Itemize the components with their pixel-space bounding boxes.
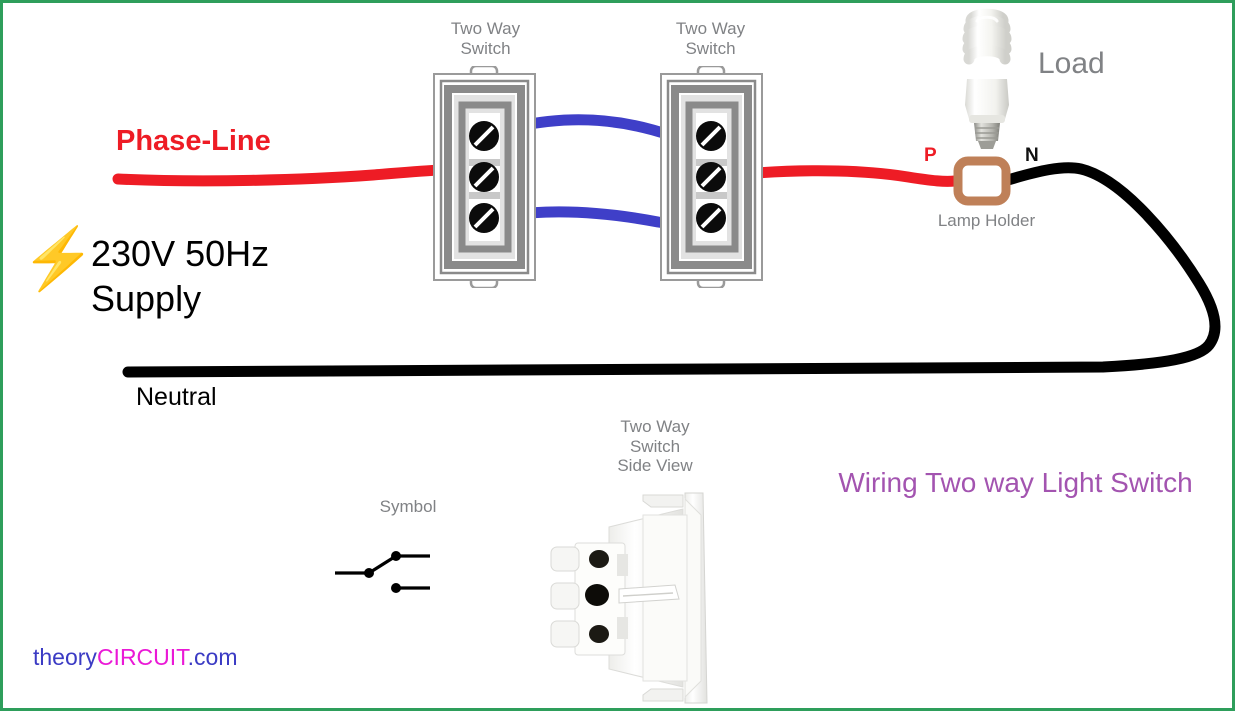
switch-side-view-photo (547, 489, 725, 708)
sideview-slot-upper (617, 554, 628, 576)
sideview-slot-lower (617, 617, 628, 639)
cfl-screw-base (974, 123, 1000, 149)
two-way-switch-right-label: Two Way Switch (675, 19, 746, 58)
terminal-screw-top[interactable] (469, 121, 499, 151)
sideview-lug-top (642, 494, 684, 508)
supply-rating-label: 230V 50Hz Supply (91, 233, 270, 319)
watermark-part-a: theory (33, 644, 97, 671)
cfl-body-collar (969, 115, 1005, 123)
terminal-screw-bottom[interactable] (696, 203, 726, 233)
sideview-terminal-hole-mid (585, 584, 609, 606)
terminal-screw-top[interactable] (696, 121, 726, 151)
site-watermark: theoryCIRCUIT.com (33, 618, 238, 671)
symbol-node-lower (391, 583, 401, 593)
load-label: Load (1038, 47, 1105, 80)
lightning-bolt-icon: ⚡ (21, 225, 96, 292)
watermark-part-c: .com (187, 644, 238, 671)
terminal-divider-lower (696, 192, 727, 199)
symbol-node-upper (391, 551, 401, 561)
sideview-barrel-top (550, 546, 580, 572)
sideview-barrel-mid (550, 582, 580, 610)
switch-plate-border (671, 85, 752, 269)
symbol-throw-blade (368, 554, 397, 575)
sideview-terminal-hole-bottom (589, 625, 609, 643)
terminal-screw-bottom[interactable] (469, 203, 499, 233)
wire-phase-supply (112, 163, 487, 187)
symbol-node-common (364, 568, 374, 578)
lamp-holder (953, 156, 1011, 211)
lamp-holder-label: Lamp Holder (937, 211, 1036, 230)
sideview-lug-bottom (642, 688, 684, 702)
two-way-switch-right[interactable] (655, 64, 770, 293)
symbol-label: Symbol (379, 497, 437, 516)
switch-plate-border (444, 85, 525, 269)
sideview-barrel-bottom (550, 620, 580, 648)
terminal-divider-lower (469, 192, 500, 199)
terminal-screw-common[interactable] (696, 162, 726, 192)
neutral-label: Neutral (136, 383, 217, 411)
switch-inner-border (685, 101, 739, 253)
two-way-switch-left-label: Two Way Switch (450, 19, 521, 58)
side-view-label: Two Way Switch Side View (617, 417, 693, 476)
lamp-terminal-n-label: N (1025, 145, 1039, 166)
cfl-lamp (947, 7, 1027, 160)
diagram-title: Wiring Two way Light Switch (838, 467, 1193, 498)
watermark-part-b: CIRCUIT (96, 644, 188, 671)
lamp-terminal-p-label: P (924, 145, 937, 166)
cfl-spiral-tube (962, 8, 1012, 84)
two-way-switch-left[interactable] (428, 64, 543, 293)
switch-inner-border (458, 101, 512, 253)
spdt-switch-symbol (333, 541, 443, 602)
cfl-body (965, 79, 1009, 119)
phase-line-label: Phase-Line (116, 125, 271, 157)
sideview-terminal-hole-top (589, 550, 609, 568)
wire-neutral-return (122, 162, 1221, 378)
terminal-screw-common[interactable] (469, 162, 499, 192)
